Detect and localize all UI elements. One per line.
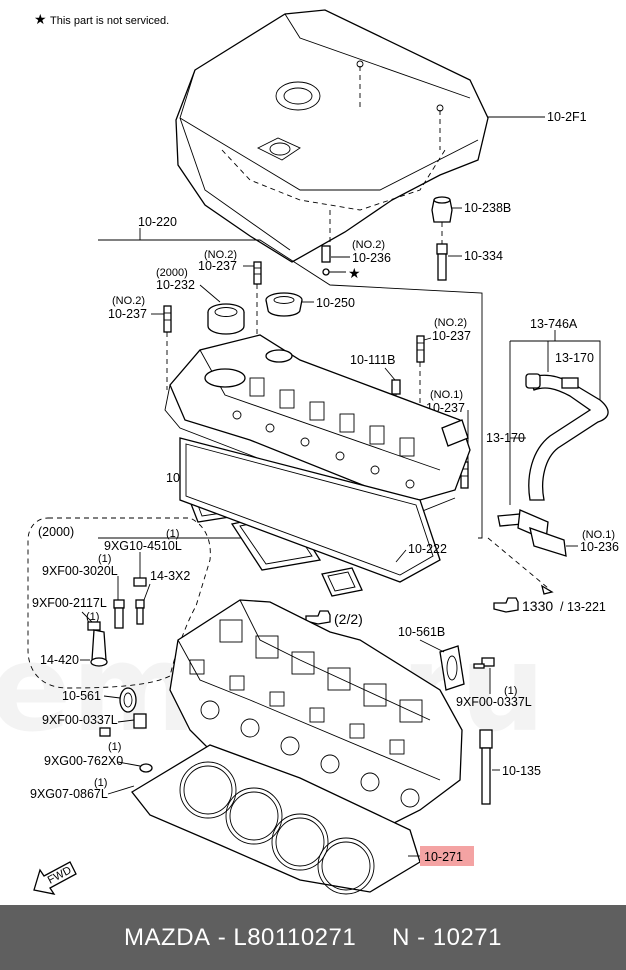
stud-237-b-drawing <box>163 305 172 390</box>
leader-10-222 <box>395 549 407 563</box>
label-0337-left-qty: (1) <box>108 741 121 753</box>
footer-separator: - <box>210 923 234 951</box>
pcv-hose-drawing <box>497 373 609 557</box>
label-9xf00-3020: 9XF00-3020L <box>42 564 118 578</box>
variant-bolts-drawing <box>113 577 147 629</box>
label-13-170-b: 13-170 <box>486 431 525 445</box>
filler-cap-drawing <box>265 292 303 317</box>
label-10-232: 10-232 <box>156 278 195 292</box>
label-10-111b: 10-111B <box>350 353 395 367</box>
leader-0337-left <box>117 719 135 723</box>
label-1330: 1330 <box>522 598 553 614</box>
leader-10-232 <box>199 284 221 303</box>
gasket-222-drawing <box>179 437 441 583</box>
label-9xg10-qty: (1) <box>166 528 179 540</box>
label-0337-right: 9XF00-0337L <box>456 695 532 709</box>
label-13-170-a: 13-170 <box>555 351 594 365</box>
bolt-334-drawing <box>436 222 448 281</box>
star-mark-icon: ★ <box>348 265 361 281</box>
leader-9xg07-0867 <box>107 785 135 795</box>
label-10-237-a-note: (NO.2) <box>204 249 237 261</box>
label-10-135: 10-135 <box>502 764 541 778</box>
bolt-0337-left-drawing <box>99 713 147 737</box>
plug-762-drawing <box>139 763 153 773</box>
label-9xg10: 9XG10-4510L <box>104 539 182 553</box>
label-10-236-bottom: 10-236 <box>580 540 619 554</box>
label-9xg07-0867-qty: (1) <box>94 777 107 789</box>
star-icon: ★ <box>34 11 47 27</box>
label-14-420: 14-420 <box>40 653 79 667</box>
seal-561b-drawing <box>439 645 465 691</box>
label-9xf00-2117-qty: (1) <box>86 611 99 623</box>
label-9xf00-2117: 9XF00-2117L <box>32 596 107 610</box>
label-variant-2000: (2000) <box>38 525 74 539</box>
label-13-746a: 13-746A <box>530 317 578 331</box>
label-ref-2-2: (2/2) <box>334 611 363 627</box>
label-10-237-b-note: (NO.2) <box>112 295 145 307</box>
label-10-237-a: 10-237 <box>198 259 237 273</box>
label-10-561b: 10-561B <box>398 625 445 639</box>
head-gasket-highlight <box>420 846 474 866</box>
label-10-237-c-note: (NO.2) <box>434 317 467 329</box>
label-0337-left: 9XF00-0337L <box>42 713 118 727</box>
footer-gap <box>356 924 392 952</box>
stud-236-top-drawing <box>321 245 331 276</box>
label-9xg00-762: 9XG00-762X0 <box>44 754 123 768</box>
label-10-561: 10-561 <box>62 689 101 703</box>
variant-2000-frame <box>27 517 211 689</box>
label-10-220: 10-220 <box>138 215 177 229</box>
head-bolt-drawing <box>479 729 493 805</box>
not-serviced-note: This part is not serviced. <box>50 15 169 27</box>
bolt-0337-right-drawing <box>473 657 495 669</box>
leader-9xf00-2117 <box>81 611 93 623</box>
parts-diagram: emex.ru ★ This part is not serviced. 10-… <box>0 9 619 895</box>
hand-pointer-icon <box>493 597 519 613</box>
label-10-236-top: 10-236 <box>352 251 391 265</box>
label-10-236-top-note: (NO.2) <box>352 239 385 251</box>
label-10-236-bottom-note: (NO.1) <box>582 529 615 541</box>
label-10-237-b: 10-237 <box>108 307 147 321</box>
label-9xf00-3020-qty: (1) <box>98 553 111 565</box>
sensor-14-420-drawing <box>87 621 108 667</box>
label-10-237-d-note: (NO.1) <box>430 389 463 401</box>
grommet-drawing <box>431 196 453 223</box>
label-10-222: 10-222 <box>408 542 447 556</box>
leader-14-3x2 <box>143 583 151 601</box>
dash-to-ref <box>487 537 549 589</box>
label-10-271: 10-271 <box>424 850 463 864</box>
footer-part-number: L80110271 <box>233 923 357 951</box>
label-10-2f1: 10-2F1 <box>547 110 587 124</box>
label-10-232-note: (2000) <box>156 267 188 279</box>
footer-brand: MAZDA <box>124 923 211 951</box>
label-14-3x2: 14-3X2 <box>150 569 190 583</box>
hose-assy-bracket <box>510 340 601 412</box>
oil-seal-drawing <box>207 303 245 335</box>
label-9xg07-0867: 9XG07-0867L <box>30 787 108 801</box>
leader-10-561 <box>103 695 121 699</box>
engine-cover-drawing <box>175 9 489 263</box>
label-10-334: 10-334 <box>464 249 503 263</box>
leader-9xg00-762 <box>117 761 141 767</box>
leader-10-237-c <box>423 337 432 341</box>
seal-561-drawing <box>119 687 137 713</box>
label-10-238b: 10-238B <box>464 201 511 215</box>
label-13-221: / 13-221 <box>560 600 606 614</box>
label-10-237-c: 10-237 <box>432 329 471 343</box>
part-number-footer: MAZDA - L80110271 N - 10271 <box>0 905 626 970</box>
footer-ref: N - 10271 <box>392 923 502 951</box>
label-0337-right-qty: (1) <box>504 685 517 697</box>
arrow-to-ref-icon <box>540 584 554 595</box>
cylinder-head-cover-drawing <box>164 334 471 513</box>
fwd-arrow-icon <box>33 861 77 895</box>
leader-10-111b <box>384 367 396 381</box>
cylinder-head-drawing <box>169 599 463 831</box>
head-gasket-drawing <box>131 744 421 895</box>
label-10-250: 10-250 <box>316 296 355 310</box>
leader-10-561b <box>419 639 445 653</box>
